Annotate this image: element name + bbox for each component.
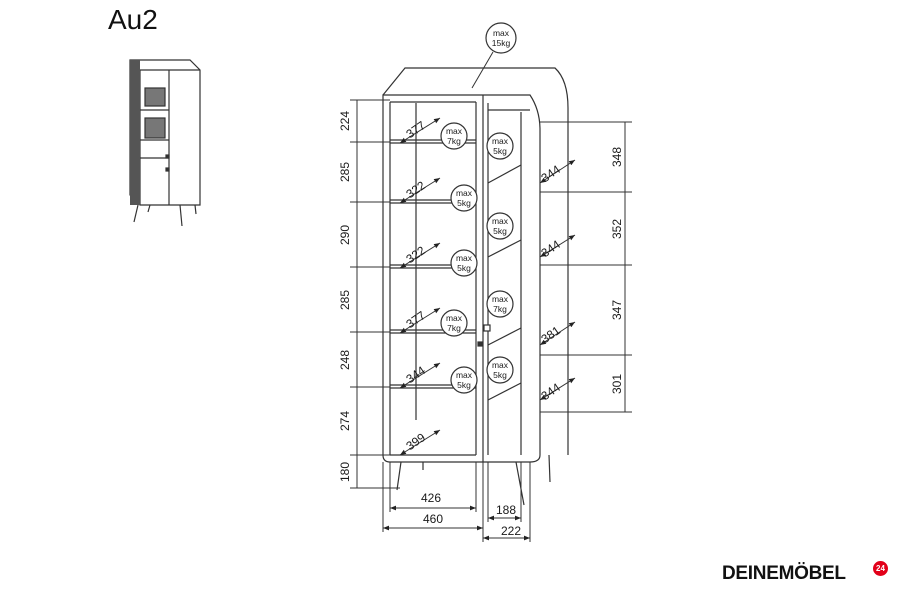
- right-depth-labels: 344 344 381 344: [538, 162, 563, 403]
- depth-inner-label: 188: [496, 503, 516, 517]
- height-label: 224: [338, 111, 352, 131]
- depth-label: 381: [538, 323, 563, 346]
- load-badge-left: max 5kg: [450, 249, 478, 277]
- load-label: max: [456, 188, 473, 198]
- load-value: 5kg: [493, 370, 507, 380]
- height-label: 274: [338, 411, 352, 431]
- depth-label: 322: [403, 178, 428, 201]
- load-value: 5kg: [457, 198, 471, 208]
- load-label: max: [492, 136, 509, 146]
- load-value: 5kg: [457, 380, 471, 390]
- brand-badge: 24: [873, 561, 888, 576]
- load-badge-right: max 7kg: [486, 290, 514, 318]
- load-value: 7kg: [493, 304, 507, 314]
- load-label: max: [492, 294, 509, 304]
- width-outer-label: 460: [423, 512, 443, 526]
- depth-outer-label: 222: [501, 524, 521, 538]
- load-label: max: [493, 28, 510, 38]
- load-value: 15kg: [492, 38, 511, 48]
- height-label: 180: [338, 462, 352, 482]
- right-height-labels: 348 352 347 301: [610, 147, 624, 394]
- height-label: 347: [610, 300, 624, 320]
- height-label: 290: [338, 225, 352, 245]
- load-badge-top: max 15kg: [485, 22, 517, 54]
- load-label: max: [446, 126, 463, 136]
- load-badge-left: max 7kg: [440, 309, 468, 337]
- load-badge-left: max 5kg: [450, 184, 478, 212]
- brand-logo: DEINEMÖBEL: [722, 563, 846, 584]
- height-label: 285: [338, 162, 352, 182]
- height-label: 352: [610, 219, 624, 239]
- height-label: 301: [610, 374, 624, 394]
- left-height-labels: 224 285 290 285 248 274 180: [338, 111, 352, 482]
- depth-label: 344: [403, 363, 428, 386]
- load-label: max: [492, 216, 509, 226]
- depth-label: 377: [403, 308, 428, 331]
- load-badge-right: max 5kg: [486, 132, 514, 160]
- load-label: max: [492, 360, 509, 370]
- load-capacity-badges: max 15kg max 7kg max 5kg max 5kg max 7kg…: [440, 22, 517, 394]
- depth-label: 344: [538, 237, 563, 260]
- height-label: 248: [338, 350, 352, 370]
- page-title: Au2: [108, 4, 158, 35]
- dimension-lines: [350, 51, 632, 542]
- load-badge-left: max 7kg: [440, 122, 468, 150]
- height-label: 285: [338, 290, 352, 310]
- load-label: max: [456, 370, 473, 380]
- load-value: 5kg: [493, 226, 507, 236]
- load-badge-right: max 5kg: [486, 356, 514, 384]
- width-inner-label: 426: [421, 491, 441, 505]
- load-value: 5kg: [457, 263, 471, 273]
- load-value: 7kg: [447, 136, 461, 146]
- height-label: 348: [610, 147, 624, 167]
- load-badge-left: max 5kg: [450, 366, 478, 394]
- depth-label: 322: [403, 243, 428, 266]
- thumbnail-cabinet: [129, 59, 201, 227]
- depth-label: 377: [403, 118, 428, 141]
- depth-label: 344: [538, 380, 563, 403]
- load-badge-right: max 5kg: [486, 212, 514, 240]
- load-value: 7kg: [447, 323, 461, 333]
- load-label: max: [446, 313, 463, 323]
- bottom-width-labels: 426 460 188 222: [421, 491, 521, 538]
- depth-label: 399: [403, 430, 428, 453]
- load-value: 5kg: [493, 146, 507, 156]
- load-label: max: [456, 253, 473, 263]
